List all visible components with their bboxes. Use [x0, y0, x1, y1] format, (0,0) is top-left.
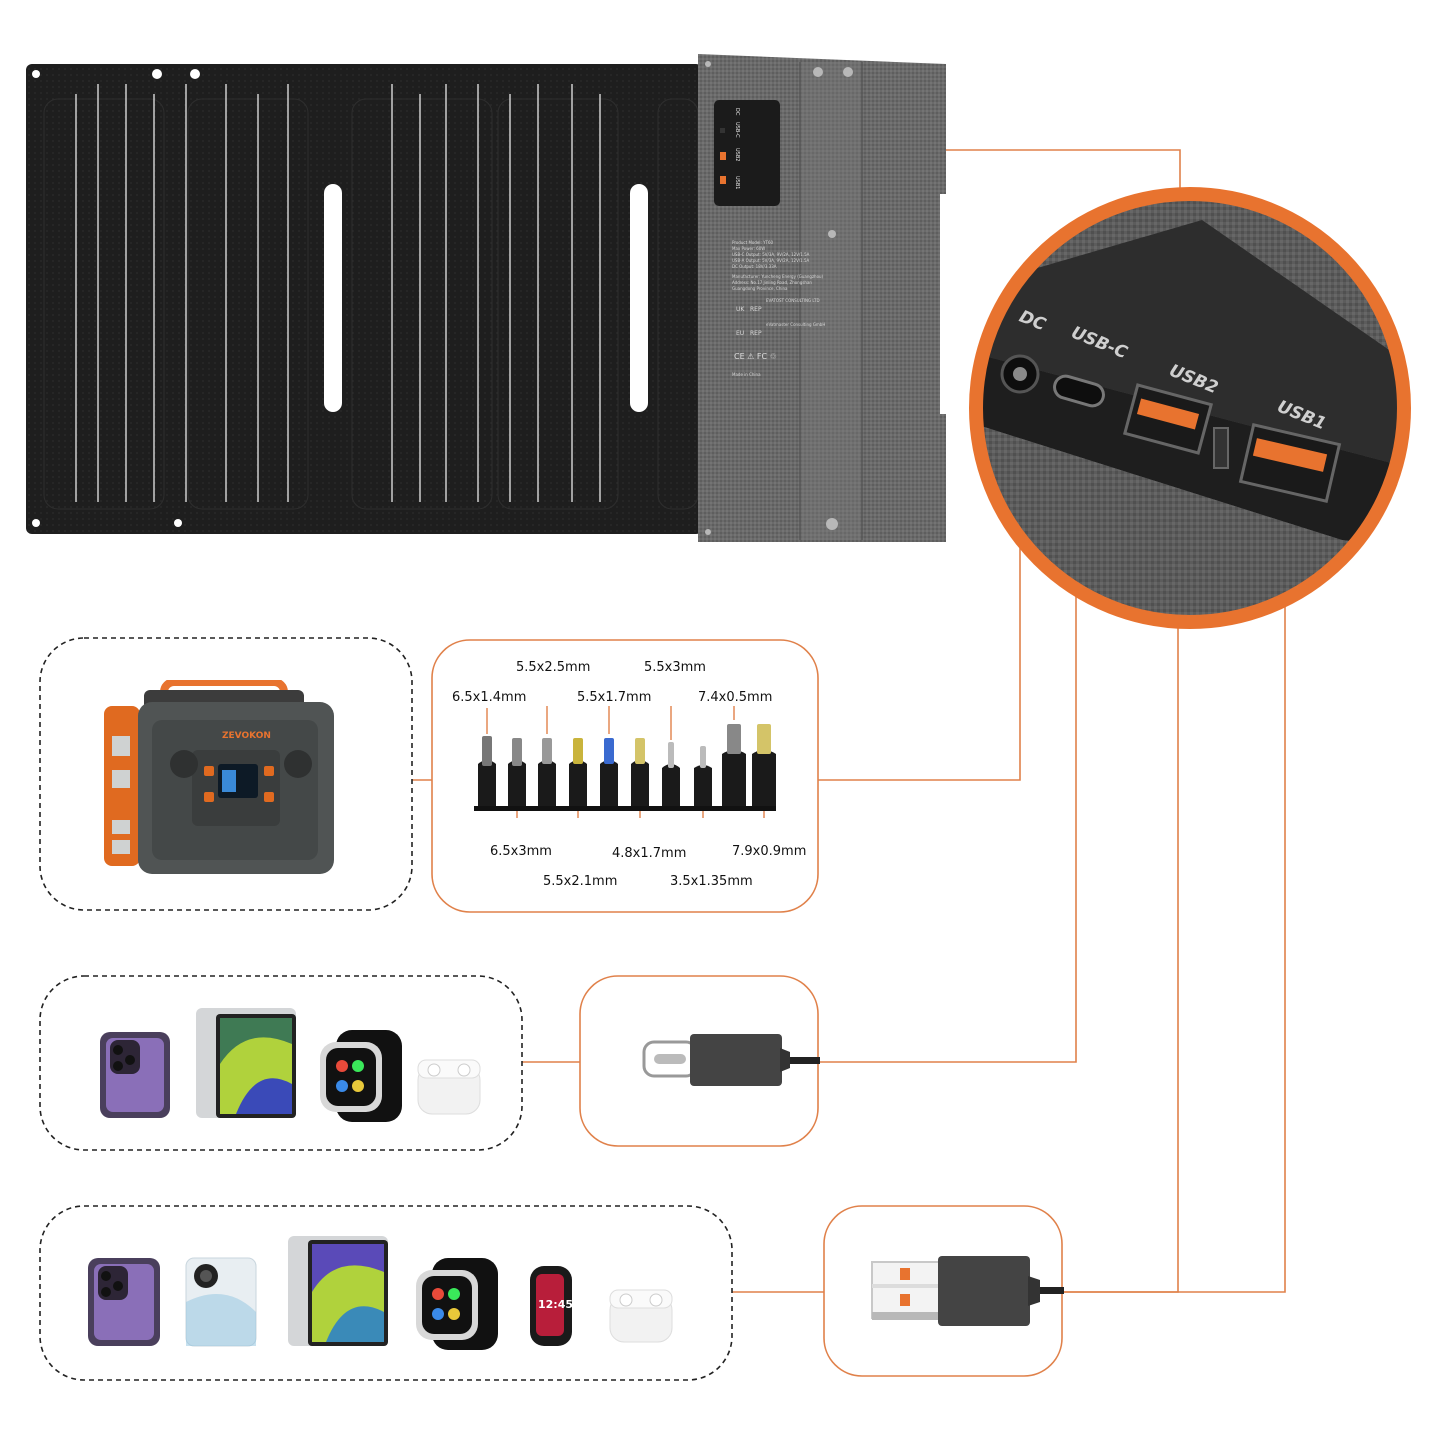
tip-label-7-4x0-5: 7.4x0.5mm — [698, 690, 773, 705]
solar-panel — [26, 54, 946, 542]
port-zoom-circle — [969, 187, 1411, 629]
tablet-icon — [196, 1008, 296, 1118]
spec-line: Product Model: YT60 — [732, 240, 774, 245]
phone-icon — [100, 1032, 170, 1118]
cert-rep: REP — [750, 330, 762, 337]
phone-icon — [88, 1258, 160, 1346]
tip-label-5-5x3: 5.5x3mm — [644, 660, 706, 675]
station-brand: ZEVOKON — [222, 731, 271, 741]
tip-label-6-5x1-4: 6.5x1.4mm — [452, 690, 527, 705]
watch-icon — [320, 1030, 402, 1122]
usbc-devices — [100, 1008, 481, 1122]
cert-rep: REP — [750, 306, 762, 313]
tip-label-3-5x1-35: 3.5x1.35mm — [670, 874, 753, 889]
usba-cable-icon — [871, 1256, 1064, 1326]
spec-line: Max Power: 60W — [732, 246, 766, 251]
tip-label-7-9x0-9: 7.9x0.9mm — [732, 844, 807, 859]
watch-icon — [416, 1258, 498, 1350]
usbc-cable-icon — [642, 1034, 820, 1086]
phone-icon — [185, 1257, 257, 1347]
fitness-band-icon: 12:45 — [530, 1266, 573, 1346]
tip-label-5-5x1-7: 5.5x1.7mm — [577, 690, 652, 705]
tip-label-6-5x3: 6.5x3mm — [490, 844, 552, 859]
earbuds-icon — [417, 1059, 481, 1115]
tip-label-5-5x2-1: 5.5x2.1mm — [543, 874, 618, 889]
tip-label-4-8x1-7: 4.8x1.7mm — [612, 846, 687, 861]
rep-name: eVatmaster Consulting GmbH — [766, 322, 826, 327]
manufacturer-line: Manufacturer: Yuncheng Energy (Guangzhou… — [732, 274, 824, 279]
manufacturer-line: Address: No.17 Jinling Road, Zhongshan — [732, 280, 812, 285]
power-station-image: ZEVOKON — [104, 680, 334, 874]
dc-tips-illustration — [474, 706, 776, 818]
made-in-label: Made in China — [732, 372, 761, 377]
tablet-icon — [288, 1236, 388, 1346]
spec-label: Product Model: YT60 Max Power: 60W USB-C… — [732, 240, 825, 380]
cert-marks-icon: CE ⚠ FC ♲ — [734, 352, 777, 361]
usba-devices: 12:45 — [88, 1236, 673, 1350]
spec-line: USB-C Output: 5V/3A, 9V/2A, 12V/1.5A — [732, 252, 810, 257]
cert-uk: UK — [736, 306, 745, 313]
spec-line: USB-A Output: 5V/3A, 9V/2A, 12V/1.5A — [732, 258, 810, 263]
cert-eu: EU — [736, 330, 745, 337]
manufacturer-line: Guangdong Province, China — [732, 286, 788, 291]
spec-line: DC Output: 18V/3.33A — [732, 264, 777, 269]
band-time: 12:45 — [538, 1298, 573, 1311]
tip-label-5-5x2-5: 5.5x2.5mm — [516, 660, 591, 675]
earbuds-icon — [609, 1289, 673, 1343]
rep-name: EVATOST CONSULTING LTD — [766, 298, 820, 303]
